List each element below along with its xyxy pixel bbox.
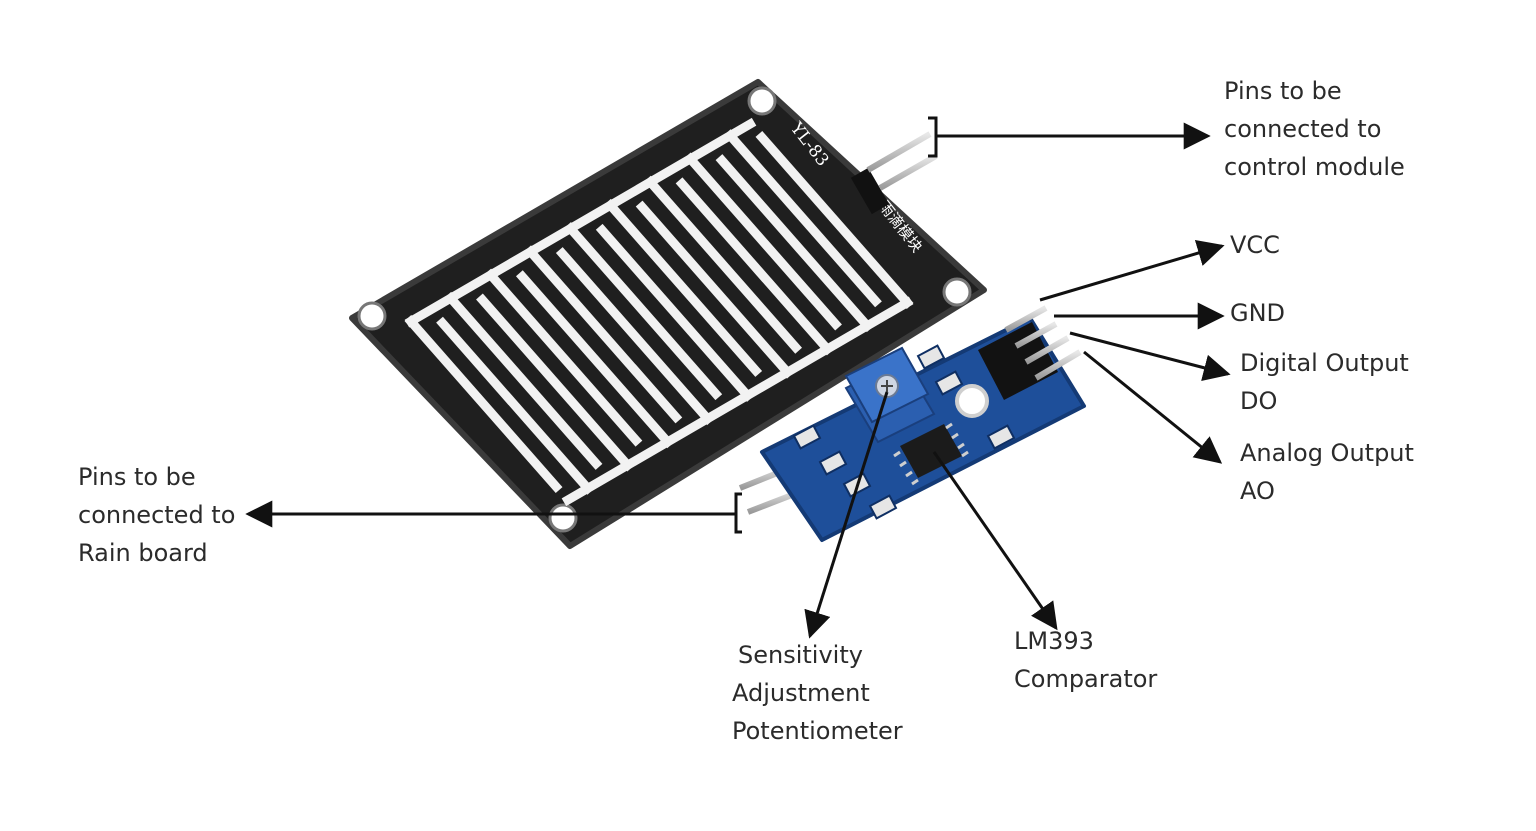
label-line: GND	[1230, 299, 1286, 327]
mounting-hole	[548, 503, 578, 533]
label-line: connected to	[1224, 115, 1382, 143]
label-line: Comparator	[1014, 665, 1158, 693]
label-vcc: VCC	[1230, 226, 1280, 264]
label-line: AO	[1240, 477, 1275, 505]
sensing-trace	[723, 129, 882, 308]
label-pins-rain-board: Pins to be connected to Rain board	[78, 458, 235, 572]
sensing-trace	[476, 293, 635, 472]
module-header	[978, 305, 1082, 400]
sensing-trace	[484, 268, 643, 447]
label-line: connected to	[78, 501, 236, 529]
arrow-digital-output	[1069, 331, 1231, 381]
potentiometer	[844, 346, 936, 444]
label-line: VCC	[1230, 231, 1280, 259]
mounting-hole	[357, 301, 387, 331]
sensing-traces	[404, 117, 914, 507]
label-sensitivity-potentiometer: Sensitivity Adjustment Potentiometer	[732, 636, 903, 750]
sensing-trace	[404, 117, 757, 328]
rain-board: YL-83 雨滴模块	[349, 79, 987, 549]
label-line: Adjustment	[732, 679, 870, 707]
label-line: control module	[1224, 153, 1405, 181]
label-pins-control-module: Pins to be connected to control module	[1224, 72, 1405, 186]
sensing-trace	[436, 316, 595, 495]
mounting-hole	[747, 86, 777, 116]
sensing-trace	[715, 154, 874, 333]
arrow-vcc	[1039, 239, 1225, 302]
label-digital-output: Digital Output DO	[1240, 344, 1409, 420]
label-line: Potentiometer	[732, 717, 903, 745]
label-line: Digital Output	[1240, 349, 1409, 377]
sensing-trace	[444, 291, 603, 470]
module-mounting-hole	[955, 384, 989, 418]
label-line: Pins to be	[78, 463, 196, 491]
label-line: Rain board	[78, 539, 208, 567]
sensing-trace	[644, 175, 803, 354]
sensing-trace	[561, 296, 914, 507]
sensing-trace	[604, 198, 763, 377]
mounting-hole	[942, 277, 972, 307]
arrow-analog-output	[1083, 350, 1223, 464]
sensing-trace	[555, 247, 714, 426]
label-gnd: GND	[1230, 294, 1285, 332]
label-lm393-comparator: LM393 Comparator	[1014, 622, 1157, 698]
label-line: LM393	[1014, 627, 1094, 655]
control-module	[738, 305, 1086, 542]
sensing-trace	[675, 177, 834, 356]
sensing-trace	[595, 223, 754, 402]
sensing-trace	[564, 222, 723, 401]
label-line: DO	[1240, 387, 1278, 415]
sensing-trace	[635, 200, 794, 379]
label-line: Analog Output	[1240, 439, 1414, 467]
callout-arrows	[245, 116, 1231, 639]
arrow-sensitivity	[804, 391, 889, 639]
arrow-comparator	[932, 451, 1058, 631]
sensing-trace	[683, 152, 842, 331]
sensing-trace	[404, 315, 563, 494]
sensing-trace	[524, 245, 683, 424]
rain-pins-bracket	[734, 492, 742, 534]
sensing-trace	[755, 130, 914, 309]
label-line: Sensitivity	[738, 641, 863, 669]
label-line: Pins to be	[1224, 77, 1342, 105]
lm393-chip	[893, 422, 969, 486]
sensing-trace	[515, 270, 674, 449]
rain-board-pins	[850, 131, 938, 215]
label-analog-output: Analog Output AO	[1240, 434, 1414, 510]
